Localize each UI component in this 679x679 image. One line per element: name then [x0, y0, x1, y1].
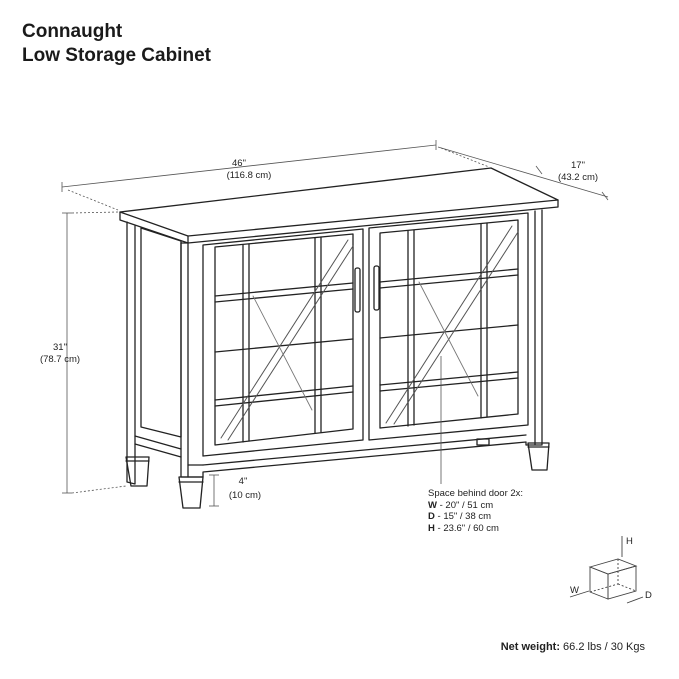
depth-inches: 17": [571, 160, 585, 171]
leg-height-inches: 4": [239, 476, 248, 487]
width-inches: 46": [232, 158, 246, 169]
space-width-row: W - 20" / 51 cm: [428, 499, 494, 511]
left-glass-door: [202, 228, 364, 457]
title-line-2: Low Storage Cabinet: [22, 45, 211, 66]
axis-cube-icon: [569, 536, 644, 604]
axis-d-label: D: [645, 590, 652, 601]
cabinet-front-frame: [180, 209, 543, 478]
leg-height-cm: (10 cm): [229, 490, 261, 501]
width-cm: (116.8 cm): [227, 170, 272, 181]
cabinet-legs: [125, 438, 550, 509]
cabinet-side-panel: [126, 221, 182, 485]
dimension-lines: [61, 140, 609, 507]
right-glass-door: [368, 212, 529, 441]
net-weight-value: 66.2 lbs / 30 Kgs: [560, 641, 645, 653]
door-handles: [354, 265, 380, 313]
height-cm: (78.7 cm): [40, 354, 80, 365]
space-height-row: H - 23.6" / 60 cm: [428, 522, 499, 534]
axis-w-label: W: [570, 585, 579, 596]
space-behind-door-info: Space behind door 2x: W - 20" / 51 cm D …: [428, 488, 523, 534]
title-line-1: Connaught: [22, 21, 123, 42]
depth-cm: (43.2 cm): [558, 172, 598, 183]
space-behind-door-heading: Space behind door 2x:: [428, 488, 524, 499]
net-weight-label: Net weight:: [500, 641, 560, 653]
height-inches: 31": [53, 342, 67, 353]
net-weight: Net weight: 66.2 lbs / 30 Kgs: [501, 641, 645, 653]
space-depth-row: D - 15" / 38 cm: [428, 511, 492, 522]
page-title: Connaught Low Storage Cabinet: [22, 20, 211, 68]
axis-h-label: H: [626, 536, 633, 547]
